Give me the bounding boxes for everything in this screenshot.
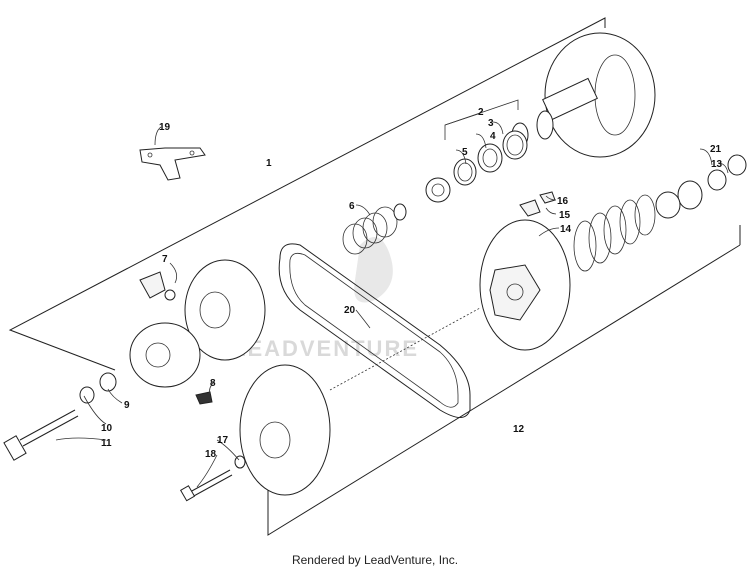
callout-3: 3 (488, 118, 494, 129)
callout-12: 12 (513, 424, 525, 435)
callout-8: 8 (210, 378, 216, 389)
callout-leaders (55, 99, 729, 488)
callout-20: 20 (344, 305, 356, 316)
driven-clutch-upper (511, 32, 656, 158)
callout-7: 7 (162, 254, 168, 265)
footer-credit: Rendered by LeadVenture, Inc. (291, 553, 459, 567)
driven-sheave-center (479, 191, 571, 351)
callout-18: 18 (205, 449, 217, 460)
watermark: LEADVENTURE (232, 237, 419, 361)
watermark-text: LEADVENTURE (232, 336, 419, 361)
callout-16: 16 (557, 196, 569, 207)
callout-21: 21 (710, 144, 722, 155)
shaft-centerline (329, 307, 481, 391)
callout-5: 5 (462, 147, 468, 158)
callout-4: 4 (490, 131, 496, 142)
callout-11: 11 (101, 438, 112, 449)
spring-6 (342, 203, 407, 255)
callout-17: 17 (217, 435, 229, 446)
callout-14: 14 (560, 224, 572, 235)
drive-clutch-left (129, 259, 266, 405)
callout-15: 15 (559, 210, 571, 221)
bolt-assembly-9-10-11 (3, 372, 117, 461)
callout-numbers: 1 2 3 4 5 6 7 8 9 10 11 12 13 14 15 16 1… (101, 107, 723, 460)
moveable-sheave-bottom (179, 364, 331, 502)
callout-13: 13 (711, 159, 723, 170)
callout-10: 10 (101, 423, 113, 434)
callout-6: 6 (349, 201, 355, 212)
callout-19: 19 (159, 122, 171, 133)
callout-1: 1 (266, 158, 272, 169)
drive-belt-20 (278, 243, 471, 418)
rings-3-4-5 (425, 130, 528, 203)
rings-13-21 (655, 154, 747, 219)
assembly-frame-lines (8, 17, 741, 536)
part-19-bracket (139, 147, 206, 181)
spring-14 (573, 194, 656, 272)
callout-2: 2 (478, 107, 484, 118)
callout-9: 9 (124, 400, 130, 411)
